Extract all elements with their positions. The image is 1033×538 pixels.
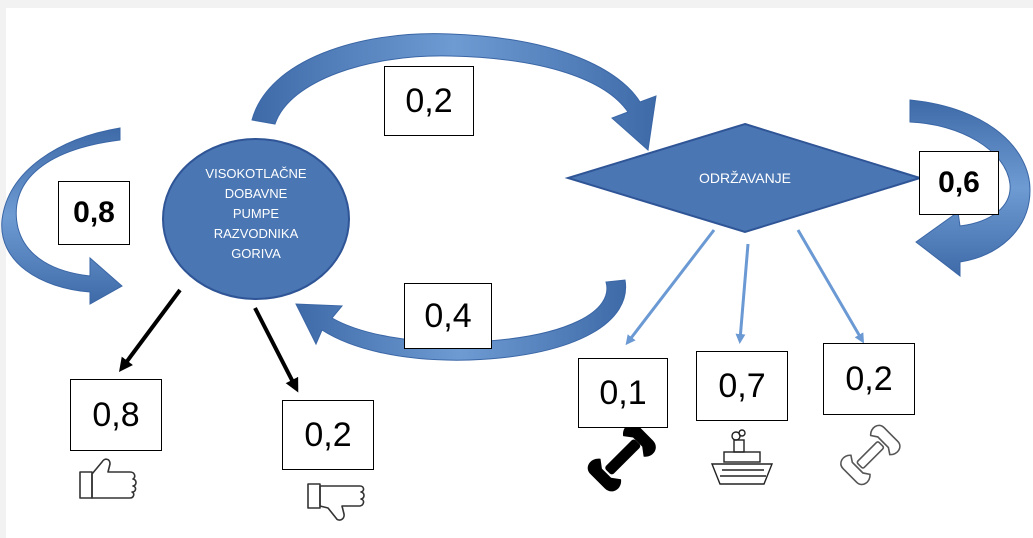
maintenance-node-label: ODRŽAVANJE <box>699 170 791 186</box>
maintenance-node <box>564 122 924 234</box>
pump-good-probability: 0,8 <box>70 379 162 451</box>
pump-node-label-3: PUMPE <box>233 206 280 221</box>
pump-good-arrow <box>119 288 182 373</box>
maintenance-to-pump-value: 0,4 <box>424 296 472 335</box>
pump-node-label-5: GORIVA <box>231 246 281 261</box>
maint-wrench-outline-arrow <box>796 229 865 344</box>
maint-wrench-outline-value: 0,2 <box>845 359 893 398</box>
maint-wrench-outline-probability: 0,2 <box>823 343 915 415</box>
pump-bad-value: 0,2 <box>304 415 352 454</box>
maint-wrench-value: 0,1 <box>599 373 647 412</box>
pump-self-loop-probability: 0,8 <box>58 181 130 245</box>
thumbs-up-icon <box>79 458 137 499</box>
pump-node <box>162 138 350 300</box>
pump-to-maintenance-arrow <box>251 33 657 151</box>
maintenance-to-pump-arrow <box>295 279 627 361</box>
pump-self-loop-arrow <box>1 127 123 305</box>
wrench-outline-icon <box>840 424 901 486</box>
pump-node-label-1: VISOKOTLAČNE <box>205 166 306 181</box>
maint-ship-probability: 0,7 <box>696 351 788 421</box>
maint-wrench-probability: 0,1 <box>578 358 668 428</box>
pump-self-loop-value: 0,8 <box>73 196 115 229</box>
maint-wrench-arrow <box>625 229 716 346</box>
maintenance-self-loop-probability: 0,6 <box>919 151 999 215</box>
maint-ship-arrow <box>735 243 750 344</box>
maintenance-self-loop-value: 0,6 <box>938 166 980 199</box>
pump-to-maintenance-probability: 0,2 <box>384 66 474 136</box>
maintenance-to-pump-probability: 0,4 <box>404 283 492 349</box>
pump-to-maintenance-value: 0,2 <box>405 81 453 120</box>
pump-node-label-4: RAZVODNIKA <box>214 226 299 241</box>
pump-node-label-2: DOBAVNE <box>225 186 288 201</box>
wrench-icon <box>587 423 656 492</box>
thumbs-down-icon <box>307 483 365 521</box>
pump-bad-probability: 0,2 <box>282 400 374 470</box>
pump-good-value: 0,8 <box>92 395 140 434</box>
diagram-background <box>6 8 1033 538</box>
maint-ship-value: 0,7 <box>718 366 766 405</box>
pump-bad-arrow <box>253 307 299 393</box>
ship-icon <box>710 429 774 485</box>
